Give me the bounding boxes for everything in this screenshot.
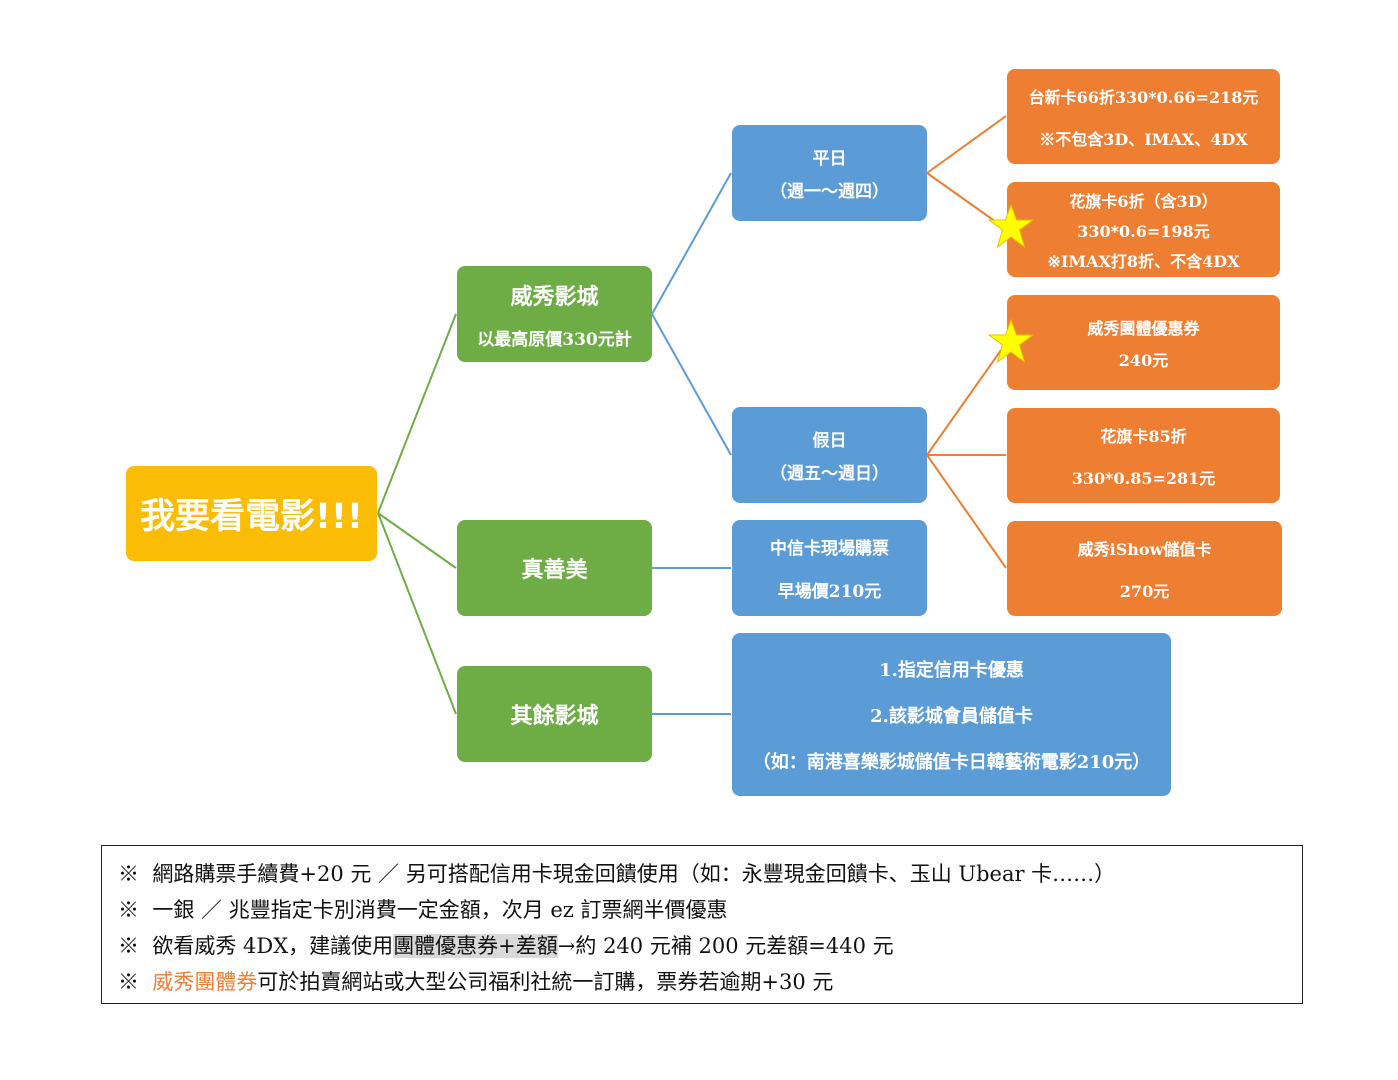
note-text: →約 240 元補 200 元差額=440 元 <box>557 934 894 958</box>
note-row: ※ 欲看威秀 4DX，建議使用團體優惠券+差額→約 240 元補 200 元差額… <box>118 928 1302 964</box>
taishin-line2: ※不包含3D、IMAX、4DX <box>1039 129 1248 149</box>
zhenshanmei-title: 真善美 <box>521 557 588 583</box>
note-mark: ※ <box>118 970 139 994</box>
ishow-line2: 270元 <box>1119 581 1170 601</box>
weekday-node: 平日 （週一～週四） <box>732 125 927 221</box>
connector-vieshow-weekday <box>651 172 732 315</box>
vieshow-subtitle: 以最高原價330元計 <box>477 329 632 350</box>
notes-box: ※ 網路購票手續費+20 元 ／ 另可搭配信用卡現金回饋使用（如：永豐現金回饋卡… <box>101 845 1303 1004</box>
others-detail-line2: 2.該影城會員儲值卡 <box>870 705 1033 727</box>
citi6-line3: ※IMAX打8折、不含4DX <box>1047 251 1240 271</box>
connector-weekend-ishow <box>926 454 1007 569</box>
note-row: ※ 網路購票手續費+20 元 ／ 另可搭配信用卡現金回饋使用（如：永豐現金回饋卡… <box>118 856 1302 892</box>
ishow-line1: 威秀iShow儲值卡 <box>1077 539 1212 559</box>
connector-vieshow-weekend <box>651 313 732 456</box>
citi85-node: 花旗卡85折 330*0.85=281元 <box>1007 408 1280 503</box>
connector-root-zhenshanmei <box>377 512 457 569</box>
note-text: 網路購票手續費+20 元 ／ 另可搭配信用卡現金回饋使用（如：永豐現金回饋卡、玉… <box>152 862 1116 886</box>
group-node: 威秀團體優惠券 240元 <box>1007 295 1280 390</box>
others-title: 其餘影城 <box>510 703 599 729</box>
star-icon <box>987 318 1035 364</box>
note-text: 一銀 ／ 兆豐指定卡別消費一定金額，次月 ez 訂票網半價優惠 <box>152 898 728 922</box>
note-row: ※ 威秀團體券可於拍賣網站或大型公司福利社統一訂購，票券若逾期+30 元 <box>118 964 1302 1000</box>
note-mark: ※ <box>118 898 139 922</box>
group-line2: 240元 <box>1118 350 1169 370</box>
vieshow-node: 威秀影城 以最高原價330元計 <box>457 266 652 362</box>
others-node: 其餘影城 <box>457 666 652 762</box>
group-line1: 威秀團體優惠券 <box>1087 318 1200 338</box>
citi85-line1: 花旗卡85折 <box>1100 426 1187 446</box>
weekend-node: 假日 （週五～週日） <box>732 407 927 503</box>
root-node: 我要看電影!!! <box>126 466 377 561</box>
note-highlight: 團體優惠券+差額 <box>393 934 558 958</box>
weekday-range: （週一～週四） <box>770 182 889 202</box>
citi6-line2: 330*0.6=198元 <box>1077 221 1210 241</box>
star-icon <box>987 203 1035 249</box>
note-mark: ※ <box>118 934 139 958</box>
citi6-node: 花旗卡6折（含3D） 330*0.6=198元 ※IMAX打8折、不含4DX <box>1007 182 1280 277</box>
weekend-label: 假日 <box>812 431 847 451</box>
note-text: 欲看威秀 4DX，建議使用 <box>152 934 394 958</box>
citi6-line1: 花旗卡6折（含3D） <box>1069 191 1218 211</box>
ctbc-line2: 早場價210元 <box>777 582 882 602</box>
vieshow-title: 威秀影城 <box>510 283 599 310</box>
weekday-label: 平日 <box>812 149 847 169</box>
others-detail-line1: 1.指定信用卡優惠 <box>879 659 1024 681</box>
connector-weekday-taishin <box>926 115 1007 174</box>
note-orange-text: 威秀團體券 <box>152 970 258 994</box>
weekend-range: （週五～週日） <box>770 464 889 484</box>
ishow-node: 威秀iShow儲值卡 270元 <box>1007 521 1282 616</box>
connector-root-others <box>377 512 457 715</box>
taishin-line1: 台新卡66折330*0.66=218元 <box>1028 87 1259 107</box>
taishin-node: 台新卡66折330*0.66=218元 ※不包含3D、IMAX、4DX <box>1007 69 1280 164</box>
ctbc-node: 中信卡現場購票 早場價210元 <box>732 520 927 616</box>
note-row: ※ 一銀 ／ 兆豐指定卡別消費一定金額，次月 ez 訂票網半價優惠 <box>118 892 1302 928</box>
root-label: 我要看電影!!! <box>140 497 363 537</box>
citi85-line2: 330*0.85=281元 <box>1071 468 1216 488</box>
note-text: 可於拍賣網站或大型公司福利社統一訂購，票券若逾期+30 元 <box>257 970 834 994</box>
note-mark: ※ <box>118 862 139 886</box>
connector-root-vieshow <box>377 313 457 514</box>
zhenshanmei-node: 真善美 <box>457 520 652 616</box>
ctbc-line1: 中信卡現場購票 <box>770 539 889 559</box>
others-detail-node: 1.指定信用卡優惠 2.該影城會員儲值卡 （如：南港喜樂影城儲值卡日韓藝術電影2… <box>732 633 1171 796</box>
others-detail-line3: （如：南港喜樂影城儲值卡日韓藝術電影210元） <box>752 751 1151 773</box>
connector-weekend-group <box>926 342 1007 456</box>
